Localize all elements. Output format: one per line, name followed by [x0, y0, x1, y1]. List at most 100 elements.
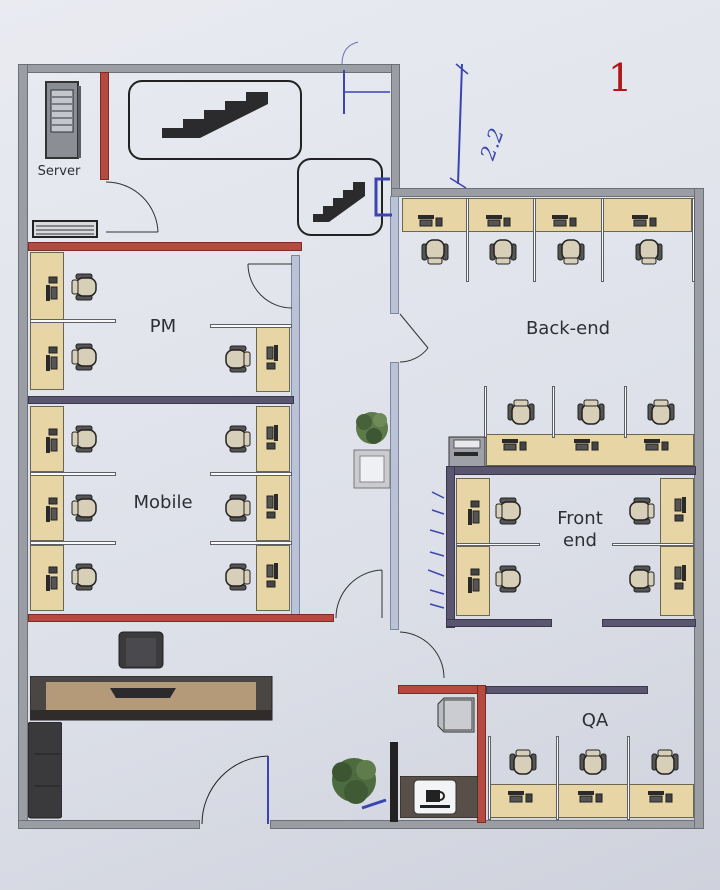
- office-chair-icon: [420, 236, 450, 266]
- pen-hatch-marks: [428, 490, 448, 610]
- office-chair-icon: [70, 424, 100, 454]
- computer-monitor-icon: [258, 425, 286, 450]
- computer-monitor-icon: [666, 497, 694, 522]
- office-chair-icon: [494, 564, 524, 594]
- coffee-machine-icon: [400, 776, 478, 818]
- computer-monitor-icon: [642, 438, 670, 452]
- back-end-divider: [601, 198, 604, 282]
- handwritten-dimension: 2.2: [475, 124, 509, 164]
- computer-monitor-icon: [38, 428, 66, 453]
- front-end-wall-left: [446, 466, 455, 628]
- back-end-divider: [466, 198, 469, 282]
- outer-wall-left: [18, 64, 28, 829]
- room-label-back-end: Back-end: [525, 318, 611, 339]
- qa-wall-left: [477, 685, 486, 823]
- room-label-front-end: Front end: [538, 508, 622, 551]
- sofa-icon: [28, 722, 62, 820]
- computer-monitor-icon: [258, 494, 286, 519]
- office-chair-icon: [626, 564, 656, 594]
- computer-monitor-icon: [460, 500, 488, 525]
- staircase-icon: [162, 92, 268, 138]
- computer-monitor-icon: [416, 214, 444, 228]
- entrance-door-swing-icon: [200, 752, 272, 826]
- pen-bracket-mark: [370, 175, 396, 221]
- office-chair-icon: [222, 344, 252, 374]
- computer-monitor-icon: [646, 790, 674, 804]
- computer-monitor-icon: [500, 438, 528, 452]
- office-chair-icon: [222, 493, 252, 523]
- front-end-wall-bottom-left: [446, 619, 552, 627]
- room-label-qa: QA: [581, 710, 609, 731]
- pm-cubicle-divider: [30, 319, 116, 323]
- outer-wall-bottom-left: [18, 820, 200, 829]
- room-label-front-end-line1: Front: [557, 508, 603, 529]
- computer-monitor-icon: [550, 214, 578, 228]
- computer-monitor-icon: [666, 565, 694, 590]
- outer-wall-top-right: [391, 188, 704, 197]
- room-label-front-end-line2: end: [563, 529, 597, 551]
- office-chair-icon: [576, 398, 606, 428]
- reception-armchair-icon: [118, 628, 164, 670]
- mobile-bottom-wall: [28, 614, 334, 622]
- qa-wall-top: [486, 686, 648, 694]
- front-end-desk-4: [660, 546, 694, 616]
- qa-pillar: [390, 742, 398, 822]
- office-chair-icon: [646, 398, 676, 428]
- back-end-divider: [533, 198, 536, 282]
- back-end-divider: [692, 198, 695, 282]
- qa-divider: [627, 736, 630, 820]
- mobile-cubicle-divider: [210, 541, 292, 545]
- server-rack-icon: [44, 80, 82, 162]
- server-room-wall: [100, 72, 109, 180]
- office-chair-icon: [508, 748, 538, 778]
- office-chair-icon: [634, 236, 664, 266]
- front-end-divider: [456, 543, 540, 546]
- mobile-door-swing-icon: [334, 566, 386, 620]
- qa-wall-top-red: [398, 685, 486, 694]
- office-chair-icon: [506, 398, 536, 428]
- reception-desk-icon: [30, 676, 274, 722]
- computer-monitor-icon: [38, 497, 66, 522]
- pm-door-swing-icon: [246, 262, 296, 310]
- main-staircase: [128, 80, 302, 160]
- mobile-cubicle-divider: [30, 541, 116, 545]
- armchair-icon: [436, 696, 476, 734]
- computer-monitor-icon: [506, 790, 534, 804]
- back-end-divider: [484, 386, 487, 438]
- back-end-divider: [624, 386, 627, 438]
- front-end-door-swing-icon: [398, 630, 448, 682]
- secondary-staircase: [297, 158, 383, 236]
- page-number: 1: [608, 56, 633, 100]
- front-end-wall-top: [446, 466, 696, 475]
- office-chair-icon: [578, 748, 608, 778]
- room-label-mobile: Mobile: [133, 492, 193, 513]
- qa-divider: [556, 736, 559, 820]
- computer-monitor-icon: [258, 563, 286, 588]
- pen-corner-mark: [336, 40, 392, 120]
- office-chair-icon: [70, 272, 100, 302]
- computer-monitor-icon: [460, 568, 488, 593]
- mobile-cubicle-divider: [30, 472, 116, 476]
- staircase-icon: [313, 182, 365, 222]
- air-conditioner-icon: [32, 220, 98, 238]
- corridor-wall-right-lower: [390, 362, 399, 630]
- computer-monitor-icon: [630, 214, 658, 228]
- office-chair-icon: [556, 236, 586, 266]
- office-chair-icon: [222, 562, 252, 592]
- mobile-desk-6: [256, 545, 290, 611]
- mobile-desk-1: [30, 406, 64, 472]
- back-end-door-swing-icon: [398, 312, 430, 366]
- back-end-divider: [552, 386, 555, 438]
- potted-plant-icon: [322, 752, 388, 818]
- qa-divider: [488, 736, 491, 820]
- pm-cubicle-divider: [210, 324, 292, 328]
- upper-zone-divider-wall: [28, 242, 302, 251]
- computer-monitor-icon: [38, 566, 66, 591]
- outer-wall-right: [694, 188, 704, 829]
- computer-monitor-icon: [576, 790, 604, 804]
- office-chair-icon: [494, 496, 524, 526]
- office-chair-icon: [626, 496, 656, 526]
- office-chair-icon: [70, 562, 100, 592]
- computer-monitor-icon: [38, 276, 66, 301]
- office-chair-icon: [650, 748, 680, 778]
